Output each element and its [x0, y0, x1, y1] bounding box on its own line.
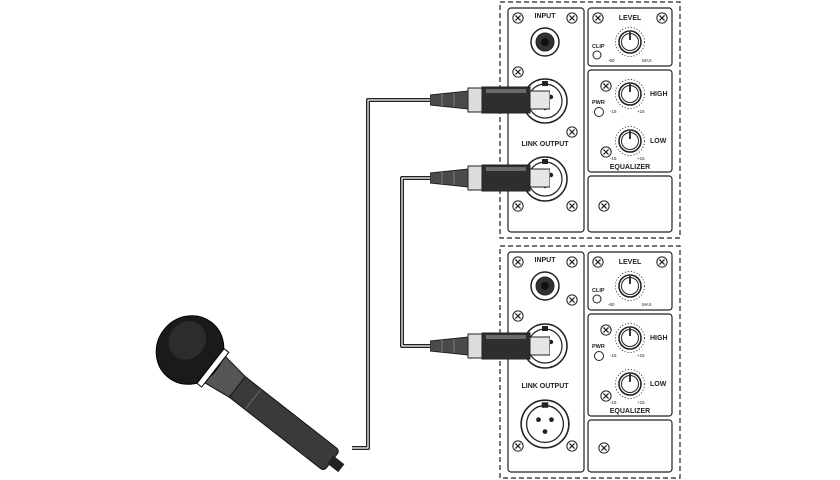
low-max: +15: [637, 156, 645, 161]
level-min: -60: [608, 302, 615, 307]
clip-label: CLIP: [592, 44, 605, 50]
xlr-plug-icon: [430, 332, 550, 360]
clip-label: CLIP: [592, 288, 605, 294]
screw-icon: [566, 294, 578, 306]
screw-icon: [566, 256, 578, 268]
link-cable-inner: [401, 177, 432, 347]
link-output-label: LINK OUTPUT: [521, 141, 569, 148]
screw-icon: [598, 442, 610, 454]
screw-icon: [566, 200, 578, 212]
unit-outline: [499, 1, 681, 239]
quarter-inch-jack: [530, 27, 560, 57]
amplifier-unit-1: INPUT LINK OUTPUT LEVEL CLIP -60 MAX PWR…: [499, 1, 681, 239]
screw-icon: [566, 12, 578, 24]
microphone-icon: [155, 315, 345, 473]
screw-icon: [512, 310, 524, 322]
mic-cable: [352, 98, 432, 450]
high-max: +15: [637, 109, 645, 114]
screw-icon: [600, 324, 612, 336]
low-label: LOW: [650, 138, 667, 145]
link-output-label: LINK OUTPUT: [521, 383, 569, 390]
pwr-label: PWR: [592, 344, 605, 350]
clip-led: [592, 50, 602, 60]
high-label: HIGH: [650, 91, 668, 98]
mic-cable-inner: [352, 99, 432, 449]
level-max: MAX: [642, 302, 652, 307]
screw-icon: [512, 12, 524, 24]
high-label: HIGH: [650, 335, 668, 342]
input-label: INPUT: [535, 257, 557, 264]
xlr-link-output-jack[interactable]: [520, 399, 570, 449]
screw-icon: [566, 126, 578, 138]
screw-icon: [566, 440, 578, 452]
low-label: LOW: [650, 381, 667, 388]
high-min: -15: [610, 109, 617, 114]
screw-icon: [598, 200, 610, 212]
clip-led: [592, 294, 602, 304]
equalizer-label: EQUALIZER: [610, 164, 650, 171]
unit-outline: [499, 245, 681, 479]
high-max: +15: [637, 353, 645, 358]
screw-icon: [512, 200, 524, 212]
screw-icon: [592, 256, 604, 268]
link-cable: [400, 176, 432, 348]
low-min: -15: [610, 156, 617, 161]
screw-icon: [656, 12, 668, 24]
level-label: LEVEL: [619, 259, 642, 266]
level-max: MAX: [642, 58, 652, 63]
high-min: -15: [610, 353, 617, 358]
pwr-label: PWR: [592, 100, 605, 106]
screw-icon: [512, 440, 524, 452]
xlr-plug-icon: [430, 164, 550, 192]
screw-icon: [512, 256, 524, 268]
screw-icon: [656, 256, 668, 268]
screw-icon: [592, 12, 604, 24]
input-label: INPUT: [535, 13, 557, 20]
low-max: +15: [637, 400, 645, 405]
screw-icon: [600, 80, 612, 92]
xlr-plug-icon: [430, 86, 550, 114]
quarter-inch-jack: [530, 271, 560, 301]
equalizer-label: EQUALIZER: [610, 408, 650, 415]
pwr-led: [594, 351, 604, 361]
level-label: LEVEL: [619, 15, 642, 22]
pwr-led: [594, 107, 604, 117]
screw-icon: [512, 66, 524, 78]
amplifier-unit-2: INPUT LINK OUTPUT LEVEL CLIP -60 MAX PWR…: [499, 245, 681, 479]
low-min: -15: [610, 400, 617, 405]
level-min: -60: [608, 58, 615, 63]
